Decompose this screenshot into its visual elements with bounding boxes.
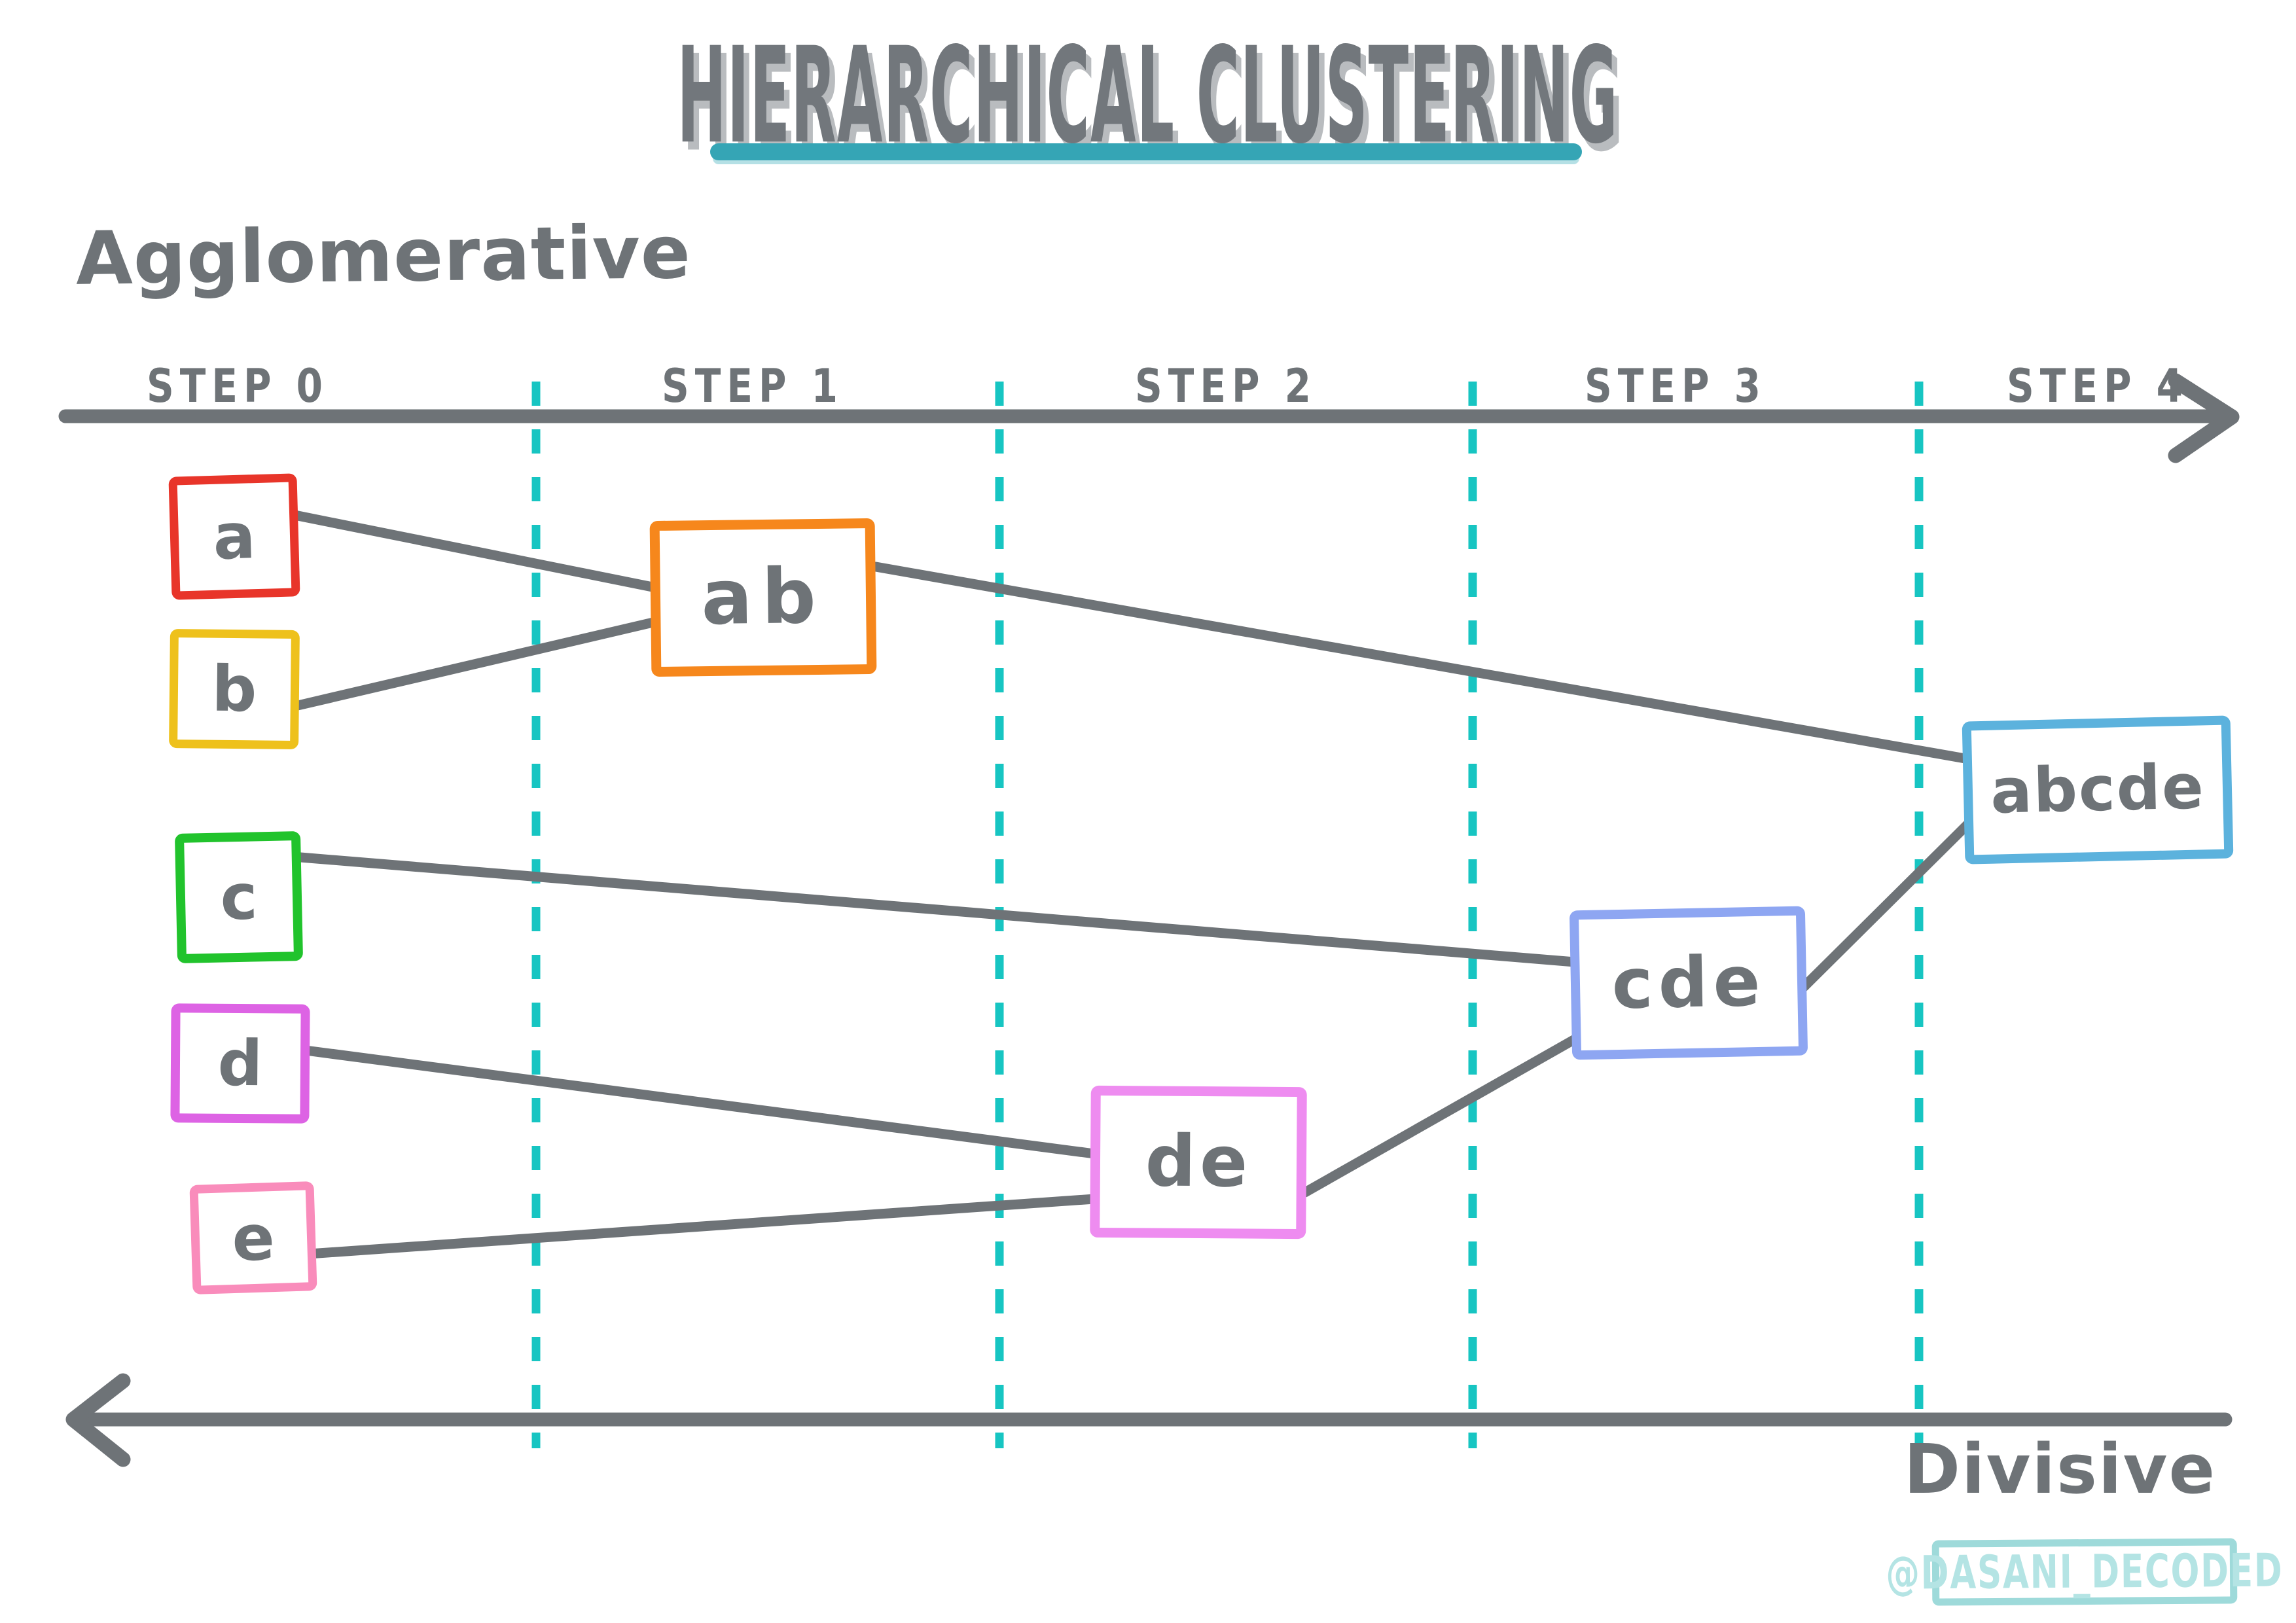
edge-a-ab [289, 510, 661, 593]
timeline-step-4-label: STEP 4 [2006, 359, 2189, 413]
cluster-node-de-label: de [1145, 1120, 1252, 1204]
cluster-node-b: b [169, 628, 300, 750]
cluster-node-b-label: b [211, 652, 257, 726]
cluster-node-c-label: c [219, 860, 259, 935]
timeline-step-1-label: STEP 1 [661, 359, 844, 413]
edge-cde-abcde [1799, 818, 1974, 992]
cluster-node-cde-label: cde [1611, 940, 1767, 1025]
agglomerative-axis-arrowhead [2168, 373, 2240, 463]
edge-c-cde [295, 852, 1580, 967]
timeline-step-0-label: STEP 0 [146, 359, 329, 413]
cluster-node-e: e [189, 1181, 317, 1294]
edge-de-cde [1300, 1034, 1580, 1198]
divisive-label: Divisive [1903, 1429, 2216, 1509]
cluster-node-abcde-label: abcde [1990, 751, 2206, 828]
watermark-badge: @DASANI_DECODED [1886, 1538, 2284, 1606]
watermark-text: @DASANI_DECODED [1886, 1544, 2284, 1600]
edge-e-de [304, 1194, 1100, 1259]
cluster-node-d: d [170, 1003, 310, 1124]
cluster-node-e-label: e [230, 1200, 276, 1275]
edge-b-ab [293, 616, 661, 711]
edge-d-de [300, 1045, 1100, 1159]
cluster-node-c: c [174, 831, 304, 963]
timeline-step-2-label: STEP 2 [1134, 359, 1317, 413]
cluster-node-a-label: a [212, 499, 257, 574]
cluster-node-a: a [168, 473, 300, 600]
cluster-node-de: de [1090, 1085, 1307, 1240]
page-title-wrap: HIERARCHICAL CLUSTERING [0, 20, 2296, 173]
cluster-node-d-label: d [217, 1026, 263, 1101]
cluster-node-ab-label: ab [700, 552, 826, 643]
cluster-node-abcde: abcde [1962, 715, 2234, 865]
cluster-node-ab: ab [649, 518, 877, 677]
divisive-axis-arrowhead [65, 1373, 131, 1467]
edge-ab-abcde [870, 562, 1974, 764]
timeline-step-3-label: STEP 3 [1584, 359, 1767, 413]
title-underline [710, 143, 1582, 160]
agglomerative-label: Agglomerative [75, 210, 692, 302]
cluster-node-cde: cde [1569, 906, 1808, 1060]
